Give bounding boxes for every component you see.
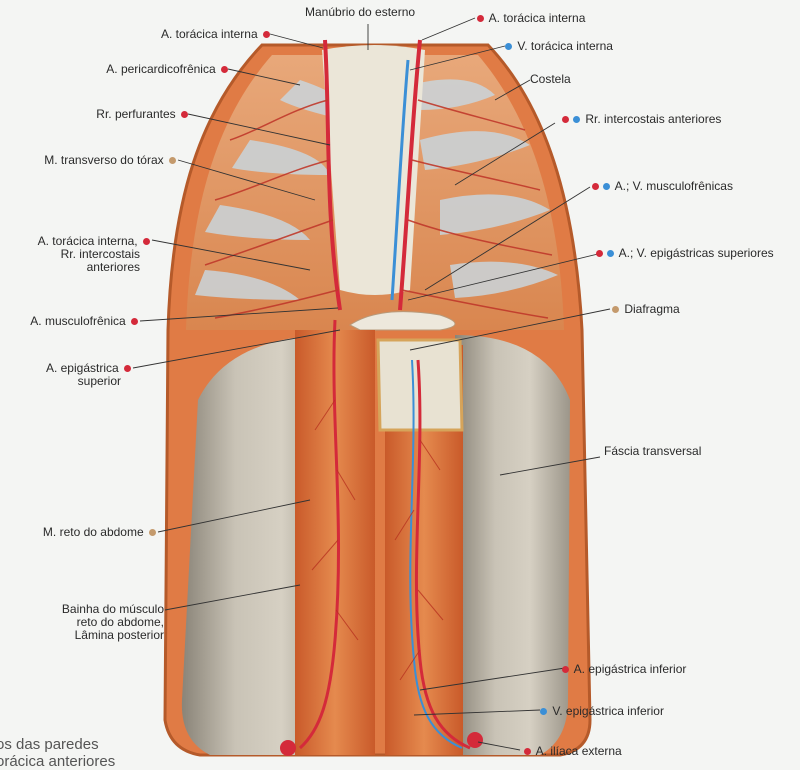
internal-thoracic-artery-right bbox=[398, 39, 422, 311]
label-manubrium: Manúbrio do esterno bbox=[305, 5, 416, 19]
label-diaphragm: Diafragma bbox=[610, 303, 680, 316]
label-musculophrenic-artery: A. musculofrênica bbox=[30, 315, 140, 328]
internal-thoracic-vein bbox=[390, 59, 410, 301]
label-superior-epigastric: A. epigástrica superior bbox=[46, 362, 133, 388]
vein-dot bbox=[505, 43, 512, 51]
vein-dot bbox=[607, 250, 614, 258]
rectus-vessel-network bbox=[311, 399, 444, 681]
label-superior-epigastric-vessels: A.; V. epigástricas superiores bbox=[594, 247, 774, 260]
label-rectus-sheath: Bainha do músculo reto do abdome, Lâmina… bbox=[61, 602, 164, 642]
label-transversus-thoracis: M. transverso do tórax bbox=[44, 154, 178, 167]
artery-dot bbox=[477, 15, 484, 23]
label-internal-thoracic-vein: V. torácica interna bbox=[503, 40, 613, 53]
vein-dot bbox=[603, 183, 610, 191]
abdominal-cavity-right bbox=[455, 335, 570, 755]
label-pericardicophrenic: A. pericardicofrênica bbox=[106, 63, 230, 76]
artery-dot bbox=[562, 116, 569, 124]
artery-dot bbox=[221, 66, 228, 74]
label-inferior-epigastric-vein: V. epigástrica inferior bbox=[538, 705, 664, 718]
label-transversalis-fascia: Fáscia transversal bbox=[604, 444, 702, 458]
muscle-dot bbox=[612, 306, 619, 314]
label-inferior-epigastric-artery: A. epigástrica inferior bbox=[560, 663, 686, 676]
label-internal-thoracic-artery-left: A. torácica interna bbox=[161, 28, 272, 41]
artery-dot bbox=[263, 31, 270, 39]
artery-dot bbox=[131, 318, 138, 326]
external-iliac-right bbox=[467, 732, 483, 748]
leader-lines bbox=[132, 17, 611, 751]
figure-caption: os das paredes orácica anteriores bbox=[0, 736, 116, 770]
artery-dot bbox=[562, 666, 569, 674]
inferior-epigastric-artery bbox=[414, 359, 471, 750]
label-rib: Costela bbox=[530, 72, 571, 86]
vein-dot bbox=[540, 708, 547, 716]
vein-dot bbox=[573, 116, 580, 124]
label-external-iliac: A. ilíaca externa bbox=[522, 745, 622, 758]
label-perforating-branches: Rr. perfurantes bbox=[96, 108, 190, 121]
internal-thoracic-artery-left bbox=[323, 39, 342, 311]
artery-dot bbox=[181, 111, 188, 119]
diaphragm-edge bbox=[349, 311, 456, 331]
artery-dot bbox=[596, 250, 603, 258]
label-anterior-intercostal: Rr. intercostais anteriores bbox=[560, 113, 721, 126]
artery-dot bbox=[592, 183, 599, 191]
superior-epigastric-artery bbox=[298, 319, 341, 750]
label-internal-thoracic-intercostal: A. torácica interna, Rr. intercostais an… bbox=[38, 235, 152, 274]
label-internal-thoracic-artery-right: A. torácica interna bbox=[475, 12, 585, 25]
external-iliac-left bbox=[280, 740, 296, 756]
label-musculophrenic-vessels: A.; V. musculofrênicas bbox=[590, 180, 733, 193]
sternum bbox=[322, 45, 425, 295]
artery-dot bbox=[524, 748, 531, 756]
muscle-dot bbox=[149, 529, 156, 537]
muscle-dot bbox=[169, 157, 176, 165]
artery-dot bbox=[143, 238, 150, 246]
artery-dot bbox=[124, 365, 131, 373]
inferior-epigastric-vein bbox=[409, 359, 463, 749]
label-rectus-abdominis: M. reto do abdome bbox=[43, 526, 158, 539]
